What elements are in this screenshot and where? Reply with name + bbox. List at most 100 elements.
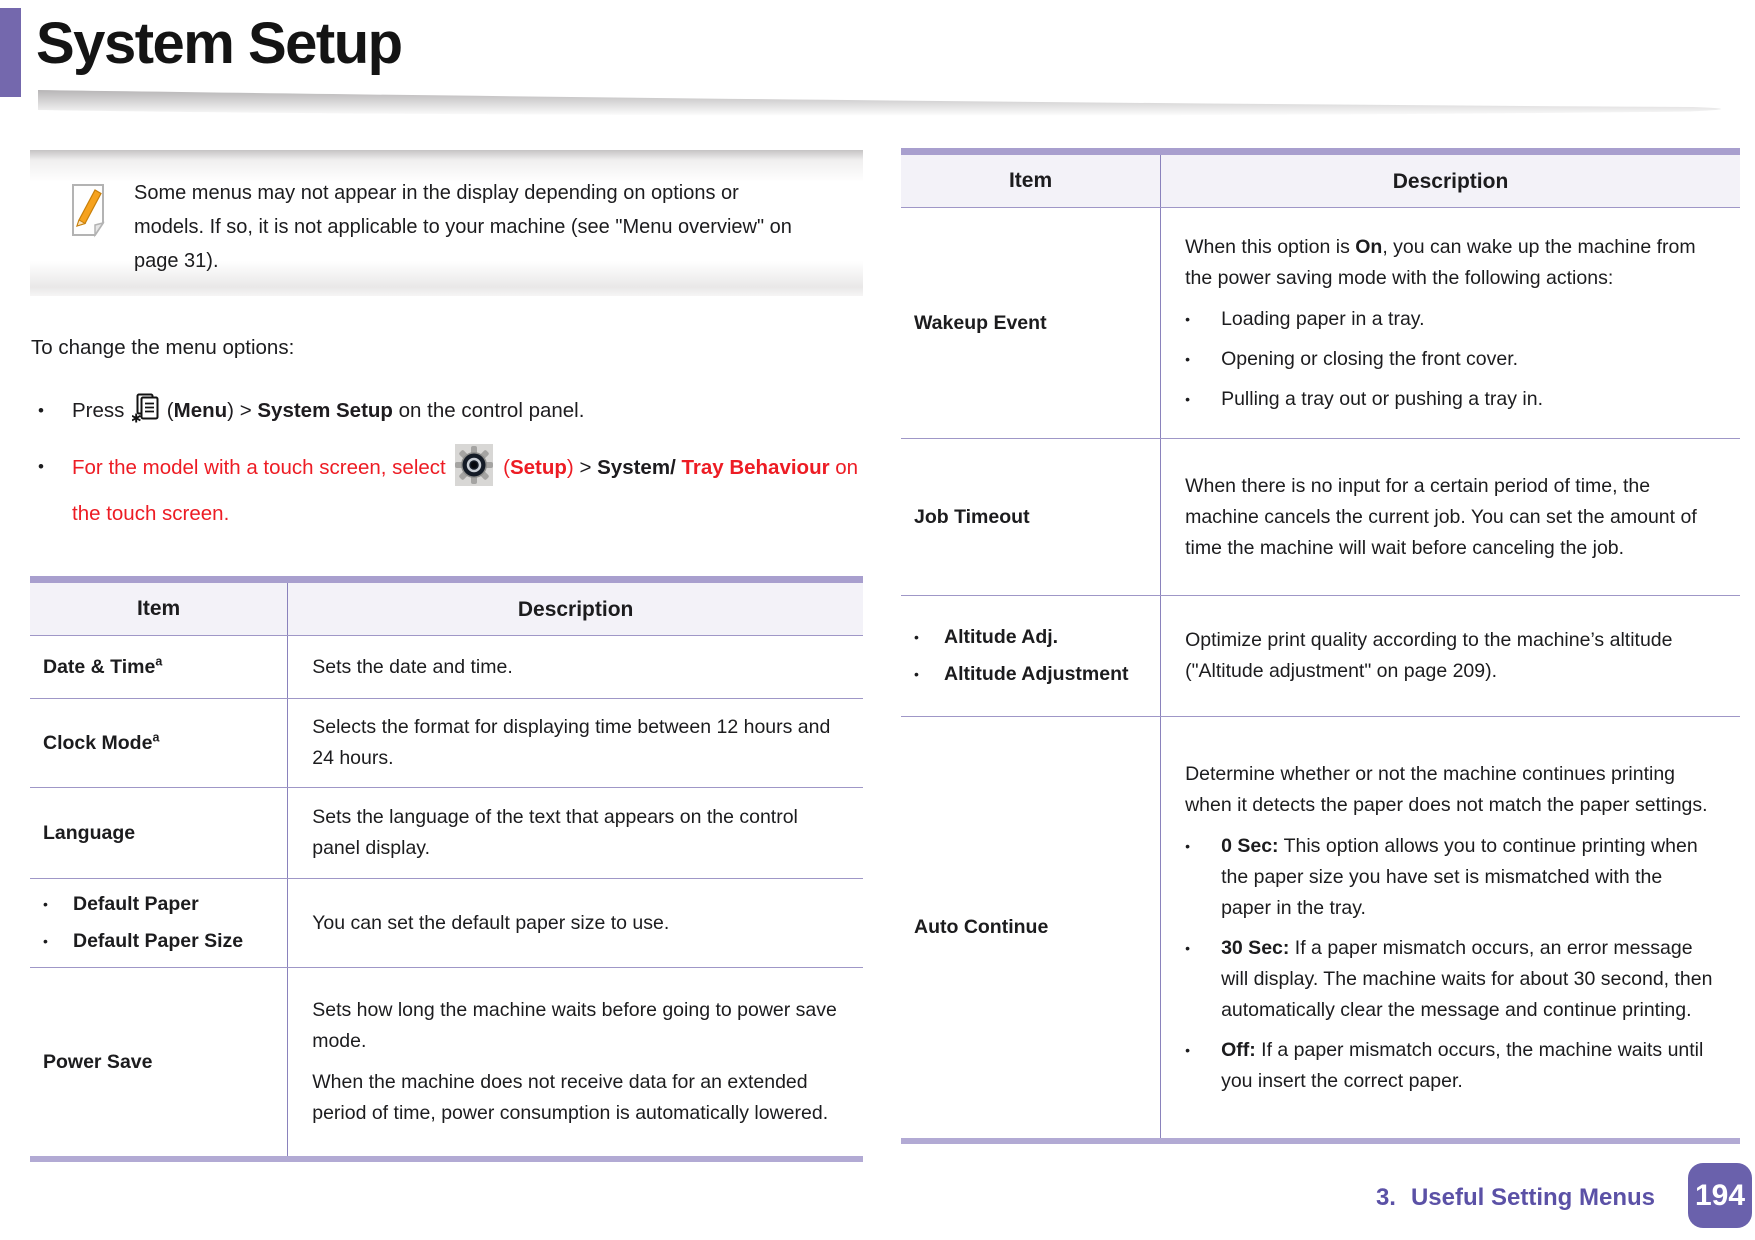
item-cell: Job Timeout <box>901 439 1162 595</box>
text-segment: Tray Behaviour <box>675 456 830 479</box>
text-segment: ( <box>161 399 174 422</box>
bullet-text: Opening or closing the front cover. <box>1221 344 1714 375</box>
item-cell: Auto Continue <box>901 717 1162 1138</box>
description-paragraph: Sets the language of the text that appea… <box>312 802 837 864</box>
table-row: Language Sets the language of the text th… <box>30 788 863 879</box>
description-paragraph: Determine whether or not the machine con… <box>1185 759 1714 821</box>
text-segment: 0 Sec: <box>1221 834 1279 857</box>
text-segment: When there is no input for a certain per… <box>1185 474 1697 559</box>
bullet-item: •Loading paper in a tray. <box>1185 304 1714 335</box>
description-bullet-list: •0 Sec: This option allows you to contin… <box>1185 831 1714 1097</box>
text-segment: Language <box>43 821 136 844</box>
text-segment: If a paper mismatch occurs, an error mes… <box>1221 936 1713 1021</box>
description-header-cell: Description <box>517 597 634 621</box>
item-cell: •Default Paper • Default Paper Size <box>30 879 289 967</box>
bullet-text: Default Paper <box>73 889 279 920</box>
item-cell: Wakeup Event <box>901 208 1162 438</box>
step-text: Press <box>72 399 130 422</box>
bullet-item: •30 Sec: If a paper mismatch occurs, an … <box>1185 933 1714 1026</box>
description-cell: You can set the default paper size to us… <box>288 879 863 967</box>
item-cell: Date & Timea <box>30 636 289 698</box>
text-segment: System <box>597 456 671 479</box>
bullet-text: 30 Sec: If a paper mismatch occurs, an e… <box>1221 933 1714 1026</box>
text-segment: Power Save <box>43 1050 153 1073</box>
step-text: For the model with a touch screen, selec… <box>72 456 451 479</box>
pencil-note-icon <box>72 184 105 238</box>
text-segment: Altitude Adj. <box>944 626 1059 648</box>
table-row: Power Save Sets how long the machine wait… <box>30 968 863 1156</box>
text-segment: Sets how long the machine waits before g… <box>312 999 837 1052</box>
description-cell: Sets the language of the text that appea… <box>288 788 863 878</box>
item-label: Power Save <box>43 1047 279 1078</box>
bullet-item: •Pulling a tray out or pushing a tray in… <box>1185 384 1714 415</box>
item-label: Language <box>43 818 279 849</box>
text-segment: Opening or closing the front cover. <box>1221 347 1519 370</box>
steps-list: Press (Menu) > System Setup on the contr… <box>30 388 863 547</box>
text-segment: Sets the language of the text that appea… <box>312 806 798 859</box>
bullet-text: Pulling a tray out or pushing a tray in. <box>1221 384 1714 415</box>
item-label: Job Timeout <box>914 502 1152 533</box>
bullet-item: •Default Paper <box>43 889 279 920</box>
bullet-item: •0 Sec: This option allows you to contin… <box>1185 831 1714 924</box>
text-segment: > <box>573 456 598 479</box>
description-header-cell: Description <box>1392 169 1509 193</box>
description-cell: Optimize print quality according to the … <box>1161 596 1740 716</box>
text-segment: on the control panel. <box>392 399 585 422</box>
bullet-marker: • <box>43 933 48 949</box>
description-cell: Sets the date and time. <box>288 636 863 698</box>
item-bullet-list: •Default Paper • Default Paper Size <box>43 889 279 957</box>
text-segment: Auto Continue <box>914 916 1049 938</box>
setup-gear-icon <box>455 444 494 486</box>
table-row: Clock Modea Selects the format for displa… <box>30 699 863 788</box>
text-segment: Press <box>72 399 131 422</box>
text-segment: Date & Time <box>43 655 156 678</box>
text-segment: Off: <box>1221 1038 1256 1061</box>
description-cell: Determine whether or not the machine con… <box>1161 717 1740 1138</box>
item-label: Auto Continue <box>914 912 1152 943</box>
text-segment: Optimize print quality according to the … <box>1185 629 1673 682</box>
text-segment: Default Paper Size <box>73 930 244 952</box>
text-segment: on the touch screen. <box>72 456 859 525</box>
text-segment: Job Timeout <box>914 505 1030 528</box>
title-underline-swoosh <box>38 90 1722 116</box>
text-segment: You can set the default paper size to us… <box>312 911 670 934</box>
item-cell: Clock Modea <box>30 699 289 787</box>
step-text: (Setup) > System/ Tray Behaviour on the … <box>72 456 858 525</box>
description-paragraph: Sets the date and time. <box>312 652 837 683</box>
footer-chapter: 3. Useful Setting Menus <box>1376 1184 1655 1212</box>
text-segment: Setup <box>509 456 567 479</box>
text-segment: When the machine does not receive data f… <box>312 1071 829 1124</box>
page-number-badge: 194 <box>1688 1163 1752 1228</box>
text-segment: a <box>152 730 160 744</box>
description-cell: When there is no input for a certain per… <box>1161 439 1740 595</box>
page-title: System Setup <box>36 11 403 76</box>
text-segment: Selects the format for displaying time b… <box>312 716 831 769</box>
description-paragraph: When the machine does not receive data f… <box>312 1067 837 1129</box>
bullet-text: Altitude Adj. <box>944 622 1152 653</box>
item-cell: Language <box>30 788 289 878</box>
bullet-text: Default Paper Size <box>73 926 279 957</box>
description-paragraph: When this option is On, you can wake up … <box>1185 232 1714 294</box>
text-segment: ) > <box>227 399 258 422</box>
text-segment: This option allows you to continue print… <box>1221 834 1698 919</box>
text-segment: System Setup <box>257 399 393 422</box>
bullet-item: •Altitude Adjustment <box>914 659 1152 690</box>
text-segment: / <box>670 456 676 479</box>
text-segment: When this option is <box>1185 235 1356 258</box>
bullet-marker: • <box>1185 350 1190 367</box>
description-paragraph: When there is no input for a certain per… <box>1185 471 1714 564</box>
chapter-number: 3. <box>1375 1184 1396 1211</box>
chapter-title: Useful Setting Menus <box>1410 1184 1655 1211</box>
text-segment: ( <box>497 456 510 479</box>
text-segment: For the model with a touch screen, selec… <box>72 456 452 479</box>
item-label: Clock Modea <box>43 728 279 759</box>
table-row: Auto Continue Determine whether or not th… <box>901 717 1740 1138</box>
text-segment: If a paper mismatch occurs, the machine … <box>1221 1038 1704 1092</box>
item-header-cell: Item <box>30 583 289 635</box>
intro-text: To change the menu options: <box>31 336 295 359</box>
text-segment: Menu <box>173 399 228 422</box>
